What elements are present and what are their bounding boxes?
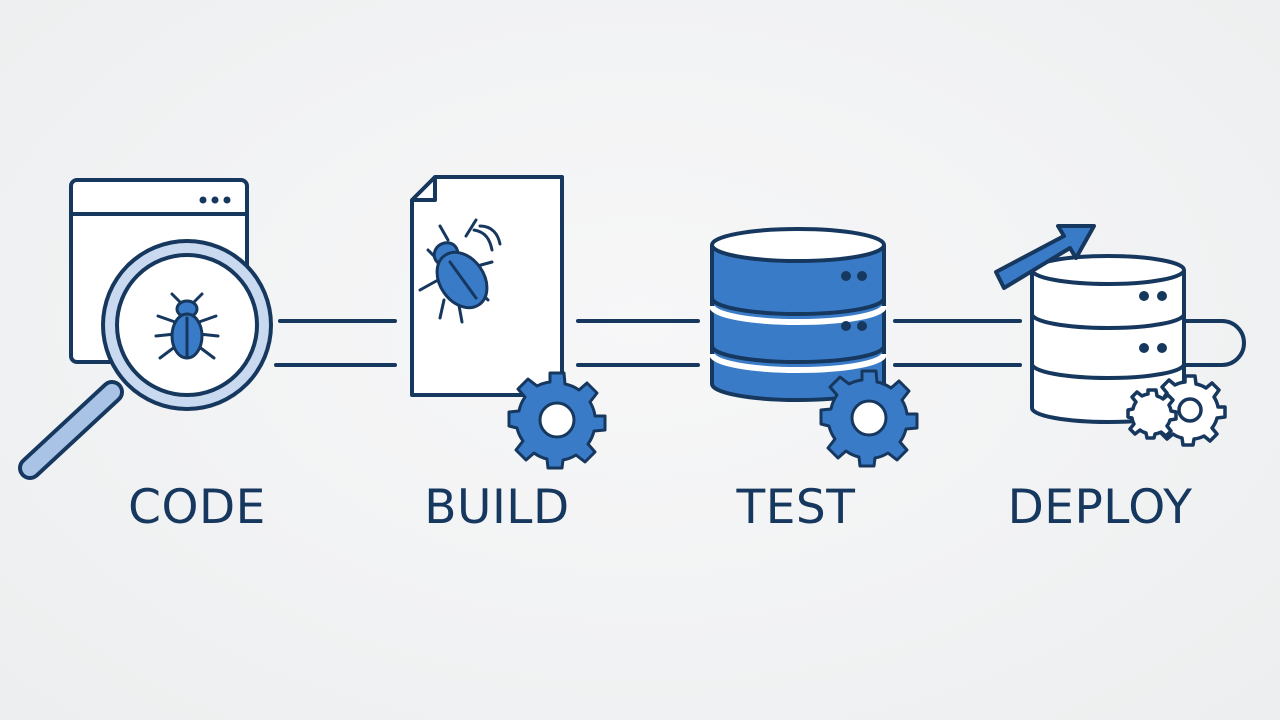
small-gear-icon [1126, 388, 1178, 440]
gear-icon [819, 369, 919, 468]
status-light [1157, 291, 1167, 301]
bug-icon [154, 292, 220, 360]
magnifier-bug-window-icon [18, 178, 273, 480]
database-arrow-gear-icon [994, 224, 1227, 447]
database-divider-1 [1030, 313, 1186, 330]
database-divider-2 [710, 345, 886, 364]
window-dot-3 [223, 196, 231, 204]
status-light [841, 271, 851, 281]
stage-label-code: CODE [128, 480, 266, 535]
stage-label-test: TEST [736, 480, 856, 535]
window-dot-1 [199, 196, 207, 204]
document-bug-gear-icon [410, 175, 607, 470]
status-light [1157, 343, 1167, 353]
database-gear-icon [709, 227, 919, 468]
gear-icon [507, 371, 607, 470]
database-top [1030, 254, 1186, 286]
document-fold [412, 177, 437, 202]
status-light [857, 321, 867, 331]
bug-icon [418, 218, 502, 324]
stage-label-build: BUILD [424, 480, 570, 535]
window-dot-2 [211, 196, 219, 204]
connector-deploy-loop [1178, 319, 1246, 367]
magnifier-handle [22, 384, 120, 476]
status-light [841, 321, 851, 331]
database-divider-2 [1030, 363, 1186, 380]
database-divider-3-gap [709, 353, 887, 373]
database-divider-1 [710, 297, 886, 316]
connector-lines [274, 319, 1246, 367]
stage-label-deploy: DEPLOY [1007, 480, 1193, 535]
arrow-up-right-icon [994, 224, 1096, 290]
status-light [1139, 343, 1149, 353]
status-light [857, 271, 867, 281]
database-divider-2-gap [709, 305, 887, 325]
status-light [1139, 291, 1149, 301]
database-top [710, 227, 886, 263]
